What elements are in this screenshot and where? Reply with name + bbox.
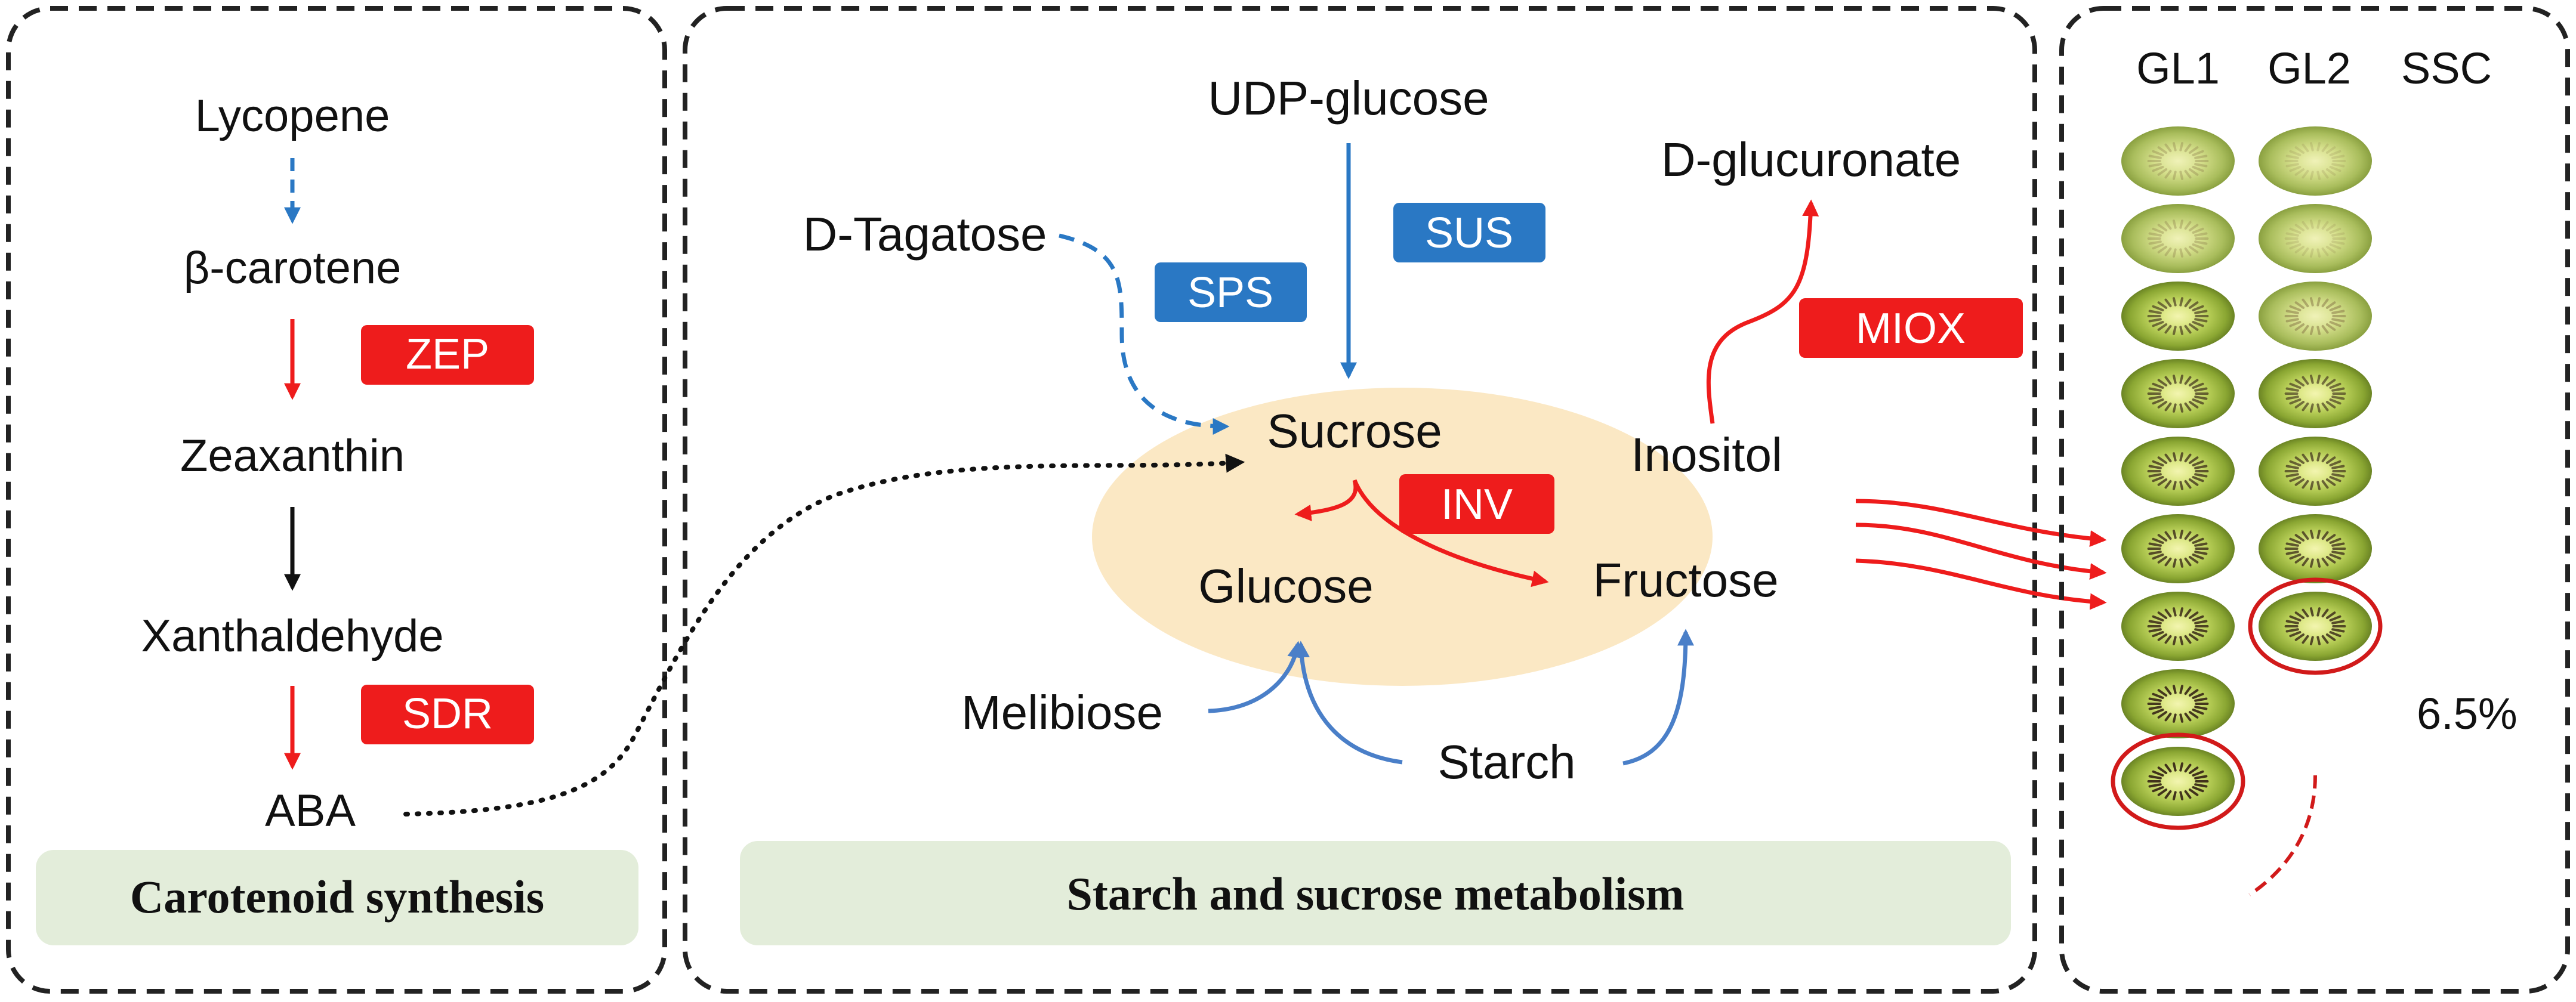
panel-carotenoid-label: Carotenoid synthesis (130, 871, 544, 923)
compound-d-tagatose: D-Tagatose (803, 208, 1047, 261)
kiwi-slice (2121, 126, 2235, 196)
kiwi-slice (2121, 514, 2235, 583)
enzyme-miox-box (1799, 298, 2023, 358)
kiwi-slice (2259, 126, 2372, 196)
panel-fruit-border (2059, 6, 2570, 994)
compound-sucrose: Sucrose (1267, 404, 1442, 457)
metabolite-ellipse (1092, 388, 1713, 686)
kiwi-slice (2259, 514, 2372, 583)
kiwi-slice (2121, 669, 2235, 738)
enzyme-sus: SUS (1425, 209, 1513, 257)
kiwi-slice (2121, 592, 2235, 661)
compound-lycopene: Lycopene (195, 91, 390, 141)
enzyme-zep: ZEP (406, 330, 489, 378)
kiwi-slice (2259, 282, 2372, 351)
compound-d-glucuronate: D-glucuronate (1661, 133, 1961, 186)
kiwi-slice (2259, 204, 2372, 273)
arrow-starch-to-glucose (1292, 641, 1403, 765)
compound-zeaxanthin: Zeaxanthin (180, 431, 405, 481)
panel-starch-border (683, 6, 2037, 994)
compound-xanthaldehyde: Xanthaldehyde (141, 611, 443, 661)
kiwi-slice (2121, 437, 2235, 506)
compound-inositol: Inositol (1631, 428, 1782, 481)
compound-glucose: Glucose (1198, 559, 1373, 613)
panel-starch-label-box (740, 841, 2011, 945)
enzyme-inv-box (1399, 474, 1554, 534)
enzyme-sps: SPS (1187, 269, 1273, 317)
gl1-fruit-column (2111, 126, 2245, 830)
arrow-to-fruit-1 (1855, 499, 2107, 548)
enzyme-sps-box (1155, 262, 1307, 322)
kiwi-slice (2121, 359, 2235, 428)
ssc-value: 6.5% (2417, 689, 2518, 738)
compound-starch: Starch (1437, 735, 1575, 788)
panel-carotenoid: Lycopene β-carotene ZEP Zeaxanthin Xanth… (6, 6, 667, 994)
panel-starch-label: Starch and sucrose metabolism (1067, 868, 1685, 920)
panel-fruit: GL1 GL2 SSC 6.5% (2059, 6, 2570, 994)
kiwi-slice (2259, 359, 2372, 428)
header-ssc: SSC (2401, 44, 2492, 93)
panel-carotenoid-border (6, 6, 667, 994)
kiwi-slice (2121, 282, 2235, 351)
enzyme-miox: MIOX (1856, 305, 1966, 352)
gl2-fruit-column (2248, 126, 2383, 675)
panel-carotenoid-label-box (36, 850, 638, 945)
panel-starch-sucrose: UDP-glucose SUS D-Tagatose SPS D-glucuro… (403, 6, 2107, 994)
arrow-to-fruit-3 (1855, 558, 2107, 610)
compound-melibiose: Melibiose (961, 686, 1163, 739)
compound-aba: ABA (265, 785, 356, 836)
arrow-inositol-to-d-glucuronate (1706, 199, 1819, 424)
highlight-ring (2248, 577, 2383, 675)
compound-beta-carotene: β-carotene (184, 243, 402, 293)
compound-udp-glucose: UDP-glucose (1208, 72, 1489, 125)
enzyme-sdr: SDR (402, 690, 493, 738)
arrow-d-tagatose-to-sucrose (1059, 233, 1230, 435)
header-gl1: GL1 (2136, 44, 2220, 93)
compound-fructose: Fructose (1593, 553, 1778, 607)
arrow-sucrose-to-fructose (1352, 479, 1549, 587)
kiwi-slice (2111, 732, 2245, 830)
arrow-starch-to-fructose (1622, 629, 1694, 766)
kiwi-slice (2121, 204, 2235, 273)
enzyme-zep-box (361, 325, 534, 385)
enzyme-sus-box (1393, 203, 1545, 262)
highlight-ring (2111, 732, 2245, 830)
kiwi-slice (2259, 437, 2372, 506)
header-gl2: GL2 (2268, 44, 2351, 93)
kiwi-slice (2248, 577, 2383, 675)
arrow-aba-to-sucrose (403, 453, 1245, 817)
enzyme-inv: INV (1441, 481, 1513, 528)
enzyme-sdr-box (361, 685, 534, 744)
ssc-link-line (2248, 775, 2317, 896)
